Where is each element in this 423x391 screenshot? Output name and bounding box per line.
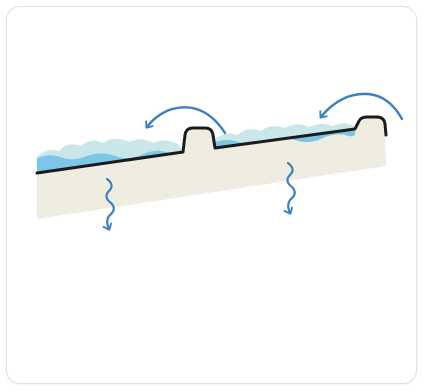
- diagram-card: [6, 6, 417, 384]
- infiltration-diagram: [7, 7, 416, 383]
- return-flow-arrow-icon: [321, 94, 402, 119]
